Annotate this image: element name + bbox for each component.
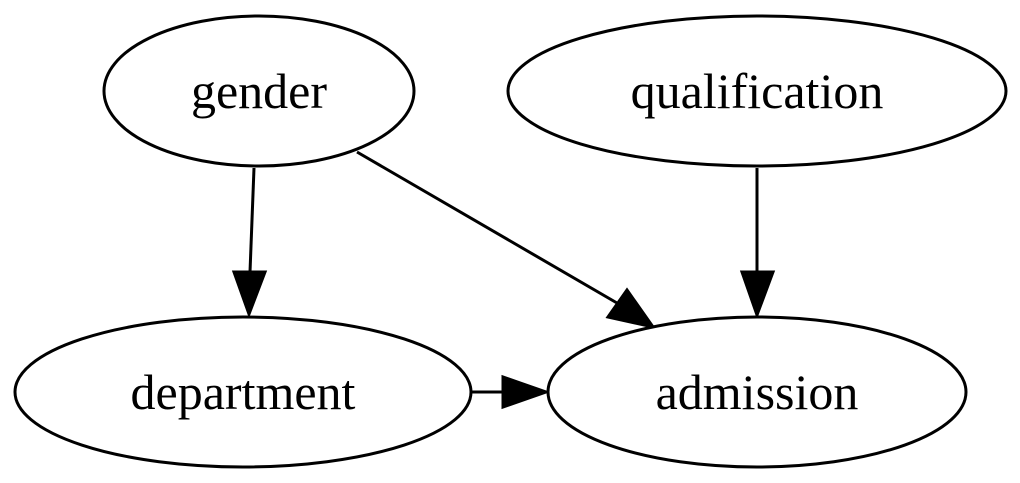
node-gender-label: gender	[191, 63, 327, 119]
node-qualification-label: qualification	[631, 63, 884, 119]
node-qualification: qualification	[506, 14, 1008, 168]
edge-gender-to-admission	[356, 150, 657, 330]
edge-qualification-to-admission	[739, 168, 776, 320]
node-department: department	[13, 315, 473, 469]
node-admission-label: admission	[656, 364, 859, 420]
edges	[231, 150, 776, 410]
node-department-label: department	[131, 364, 356, 420]
edge-department-to-admission	[471, 374, 551, 410]
node-gender: gender	[102, 14, 416, 168]
edge-gender-to-department	[231, 167, 268, 319]
node-admission: admission	[546, 315, 968, 469]
